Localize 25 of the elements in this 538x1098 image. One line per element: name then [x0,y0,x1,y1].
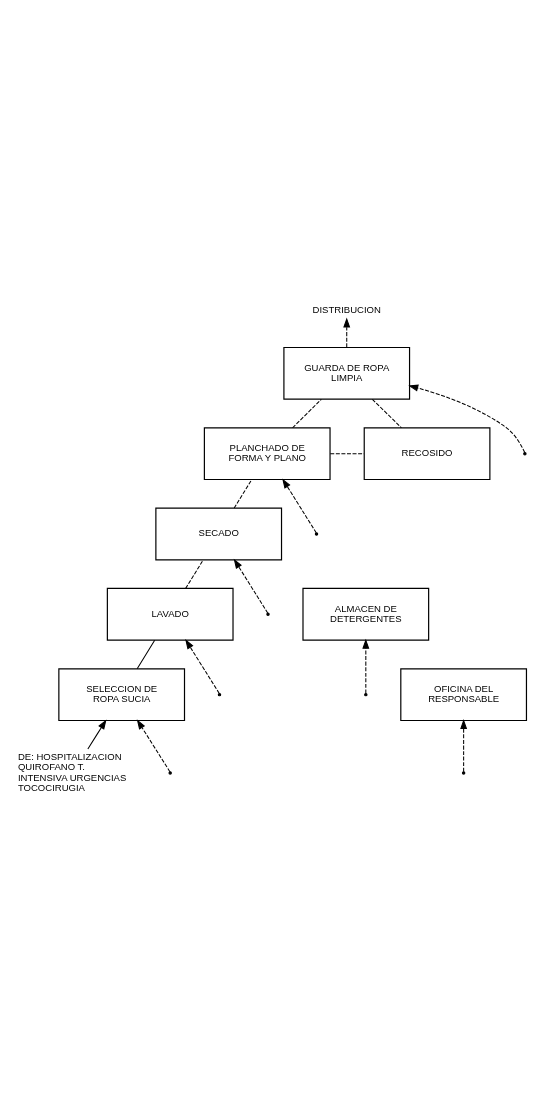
arrow [233,558,269,614]
connector [233,478,253,509]
connector [185,558,204,589]
arrow [343,317,351,348]
node-text: DE: HOSPITALIZACION QUIROFANO T. INTENSIVA URGENCIAS TOCOCIRUGIA [17,750,127,793]
connector [371,398,402,428]
node-box: SELECCION DE ROPA SUCIA [58,667,186,721]
node-text: DISTRIBUCION [312,303,381,315]
node-box: ALMACEN DE DETERGENTES [302,587,430,641]
node-box: LAVADO [106,587,234,641]
node-box: OFICINA DEL RESPONSABLE [400,667,528,721]
node-box: SECADO [155,507,283,560]
arrow [185,638,220,694]
arrow [87,718,107,749]
node-box: RECOSIDO [363,426,491,480]
connector [329,452,365,454]
node-box: GUARDA DE ROPA LIMPIA [283,346,411,400]
connector [292,398,322,428]
node-box: PLANCHADO DE FORMA Y PLANO [203,426,331,480]
arrow [460,718,468,772]
arrow [282,477,317,533]
arrow [136,718,171,772]
arrow [408,384,526,453]
arrow [362,638,370,694]
connector [136,639,156,669]
